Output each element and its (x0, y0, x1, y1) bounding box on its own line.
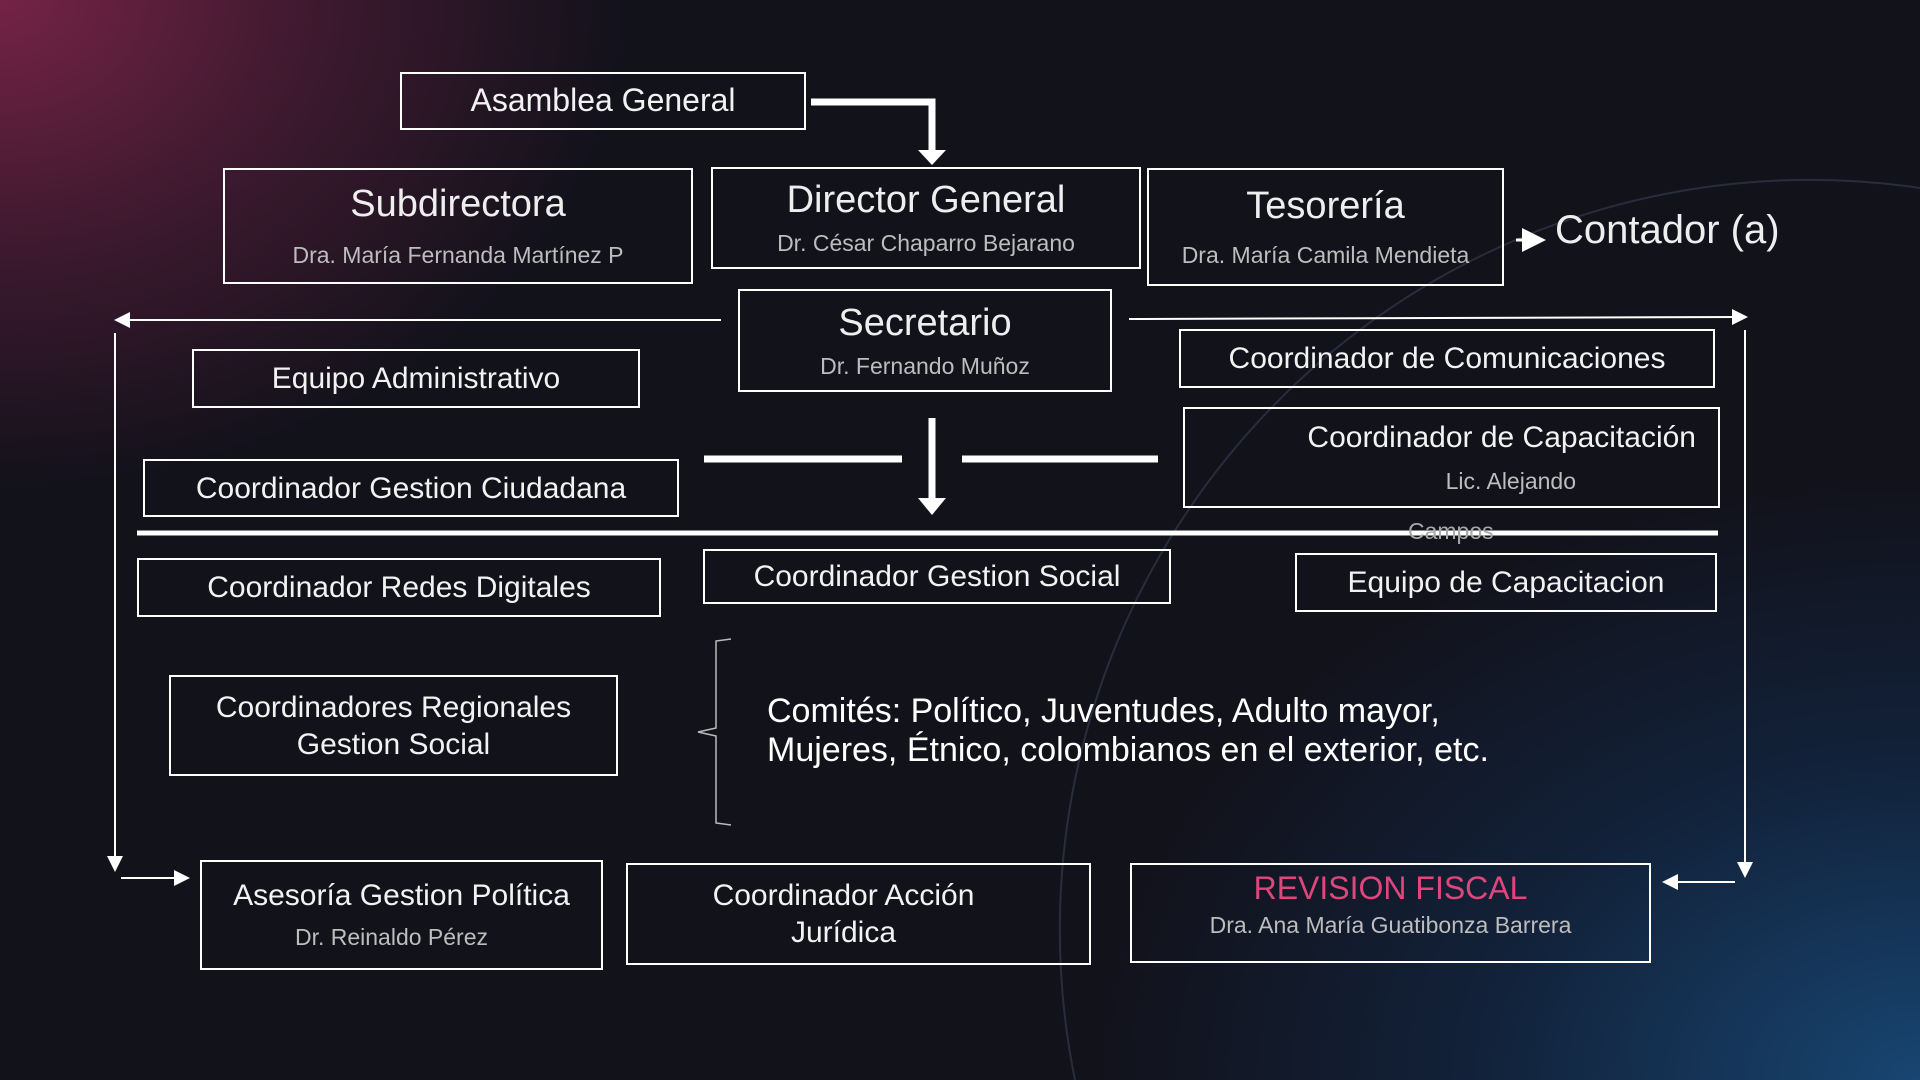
node-asesoria-gestion-politica[interactable]: Asesoría Gestion Política Dr. Reinaldo P… (200, 860, 603, 970)
node-gestion-ciudadana[interactable]: Coordinador Gestion Ciudadana (143, 459, 679, 517)
node-person: Dra. Ana María Guatibonza Barrera (1209, 912, 1572, 939)
node-coordinador-capacitacion[interactable]: Coordinador de Capacitación Lic. Alejand… (1183, 407, 1720, 508)
node-asamblea-general[interactable]: Asamblea General (400, 72, 806, 130)
node-title: Coordinador de Capacitación (1307, 420, 1696, 454)
asamblea-arrowhead (918, 150, 946, 165)
node-title: Subdirectora (350, 183, 566, 225)
node-title: Tesorería (1246, 185, 1405, 227)
node-coordinador-comunicaciones[interactable]: Coordinador de Comunicaciones (1179, 329, 1715, 388)
node-line-2: Gestion Social (296, 727, 491, 761)
node-line-1: Coordinadores Regionales (215, 690, 572, 724)
node-title: Coordinador de Comunicaciones (1228, 342, 1666, 375)
node-subdirectora[interactable]: Subdirectora Dra. María Fernanda Martíne… (223, 168, 693, 284)
node-title: Coordinador Gestion Social (753, 560, 1121, 593)
node-line-2: Jurídica (790, 916, 897, 949)
node-person: Dr. César Chaparro Bejarano (777, 230, 1075, 256)
comites-line-2: Mujeres, Étnico, colombianos en el exter… (767, 731, 1489, 769)
comites-brace (697, 638, 732, 826)
node-director-general[interactable]: Director General Dr. César Chaparro Beja… (711, 167, 1141, 269)
node-person: Dra. María Fernanda Martínez P (292, 242, 624, 268)
node-person: Dra. María Camila Mendieta (1181, 242, 1470, 268)
node-coordinadores-regionales[interactable]: Coordinadores Regionales Gestion Social (169, 675, 618, 776)
node-equipo-administrativo[interactable]: Equipo Administrativo (192, 349, 640, 408)
node-accion-juridica[interactable]: Coordinador Acción Jurídica (626, 863, 1091, 965)
node-equipo-capacitacion[interactable]: Equipo de Capacitacion (1295, 553, 1717, 612)
node-contador: Contador (a) (1555, 208, 1780, 252)
node-gestion-social[interactable]: Coordinador Gestion Social (703, 549, 1171, 604)
node-title: Equipo Administrativo (271, 362, 561, 395)
node-title: Director General (786, 179, 1066, 221)
node-title: Asesoría Gestion Política (233, 879, 570, 912)
node-title: REVISION FISCAL (1253, 870, 1528, 906)
node-redes-digitales[interactable]: Coordinador Redes Digitales (137, 558, 661, 617)
right-branch-arrow (1128, 309, 1748, 326)
node-title: Equipo de Capacitacion (1347, 566, 1665, 599)
node-person: Dr. Reinaldo Pérez (294, 924, 489, 950)
node-person: Lic. Alejando (1445, 467, 1576, 494)
node-title: Asamblea General (470, 82, 736, 119)
center-down-arrowhead (918, 498, 946, 515)
asamblea-to-director-arrow (811, 98, 936, 152)
comites-text: Comités: Político, Juventudes, Adulto ma… (767, 692, 1767, 770)
node-line-1: Coordinador Acción (712, 879, 975, 912)
background-arc (1058, 178, 1920, 1080)
node-title: Coordinador Redes Digitales (207, 571, 591, 604)
node-person-overflow: Campos (1408, 518, 1494, 544)
node-title: Coordinador Gestion Ciudadana (195, 471, 627, 505)
node-revision-fiscal[interactable]: REVISION FISCAL Dra. Ana María Guatibonz… (1130, 863, 1651, 963)
comites-line-1: Comités: Político, Juventudes, Adulto ma… (767, 692, 1440, 730)
node-person: Dr. Fernando Muñoz (820, 352, 1030, 379)
node-tesoreria[interactable]: Tesorería Dra. María Camila Mendieta (1147, 168, 1504, 286)
node-secretario[interactable]: Secretario Dr. Fernando Muñoz (738, 289, 1112, 392)
node-title: Secretario (838, 301, 1012, 344)
